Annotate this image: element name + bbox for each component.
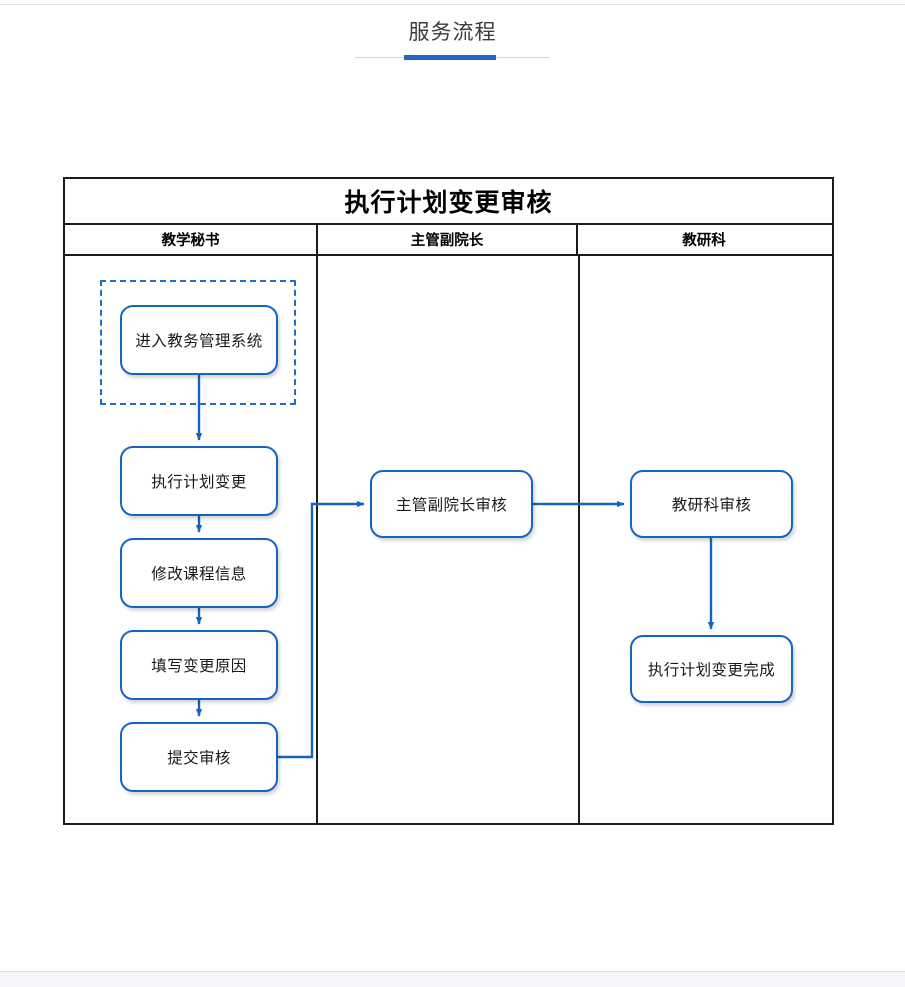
lane-header-teaching-secretary: 教学秘书 [65,225,318,254]
lane-header-research-office: 教研科 [682,233,726,249]
highlight-region-enter-system [100,280,296,405]
title-underline-accent [404,55,496,60]
node-research-office-review[interactable]: 教研科审核 [630,470,793,538]
node-enter-system[interactable]: 进入教务管理系统 [120,305,278,375]
swimlane-flowchart: 执行计划变更审核 教学秘书 主管副院长 教研科 进入教务管理系统 执行计划变更 … [63,177,834,825]
node-plan-change-complete[interactable]: 执行计划变更完成 [630,635,793,703]
title-underline [355,55,550,61]
node-plan-change[interactable]: 执行计划变更 [120,446,278,516]
page-title: 服务流程 [408,21,497,44]
lane-header-row: 教学秘书 主管副院长 教研科 [65,225,832,256]
lane-divider-2 [578,256,580,823]
node-fill-change-reason[interactable]: 填写变更原因 [120,630,278,700]
lane-divider-1 [316,256,318,823]
node-modify-course-info[interactable]: 修改课程信息 [120,538,278,608]
node-submit-review[interactable]: 提交审核 [120,722,278,792]
node-vice-dean-review[interactable]: 主管副院长审核 [370,470,533,538]
footer-divider [0,971,905,972]
footer-band [0,972,905,987]
flowchart-title: 执行计划变更审核 [65,179,832,225]
top-divider [0,4,905,5]
lane-header-vice-dean: 主管副院长 [318,225,578,254]
